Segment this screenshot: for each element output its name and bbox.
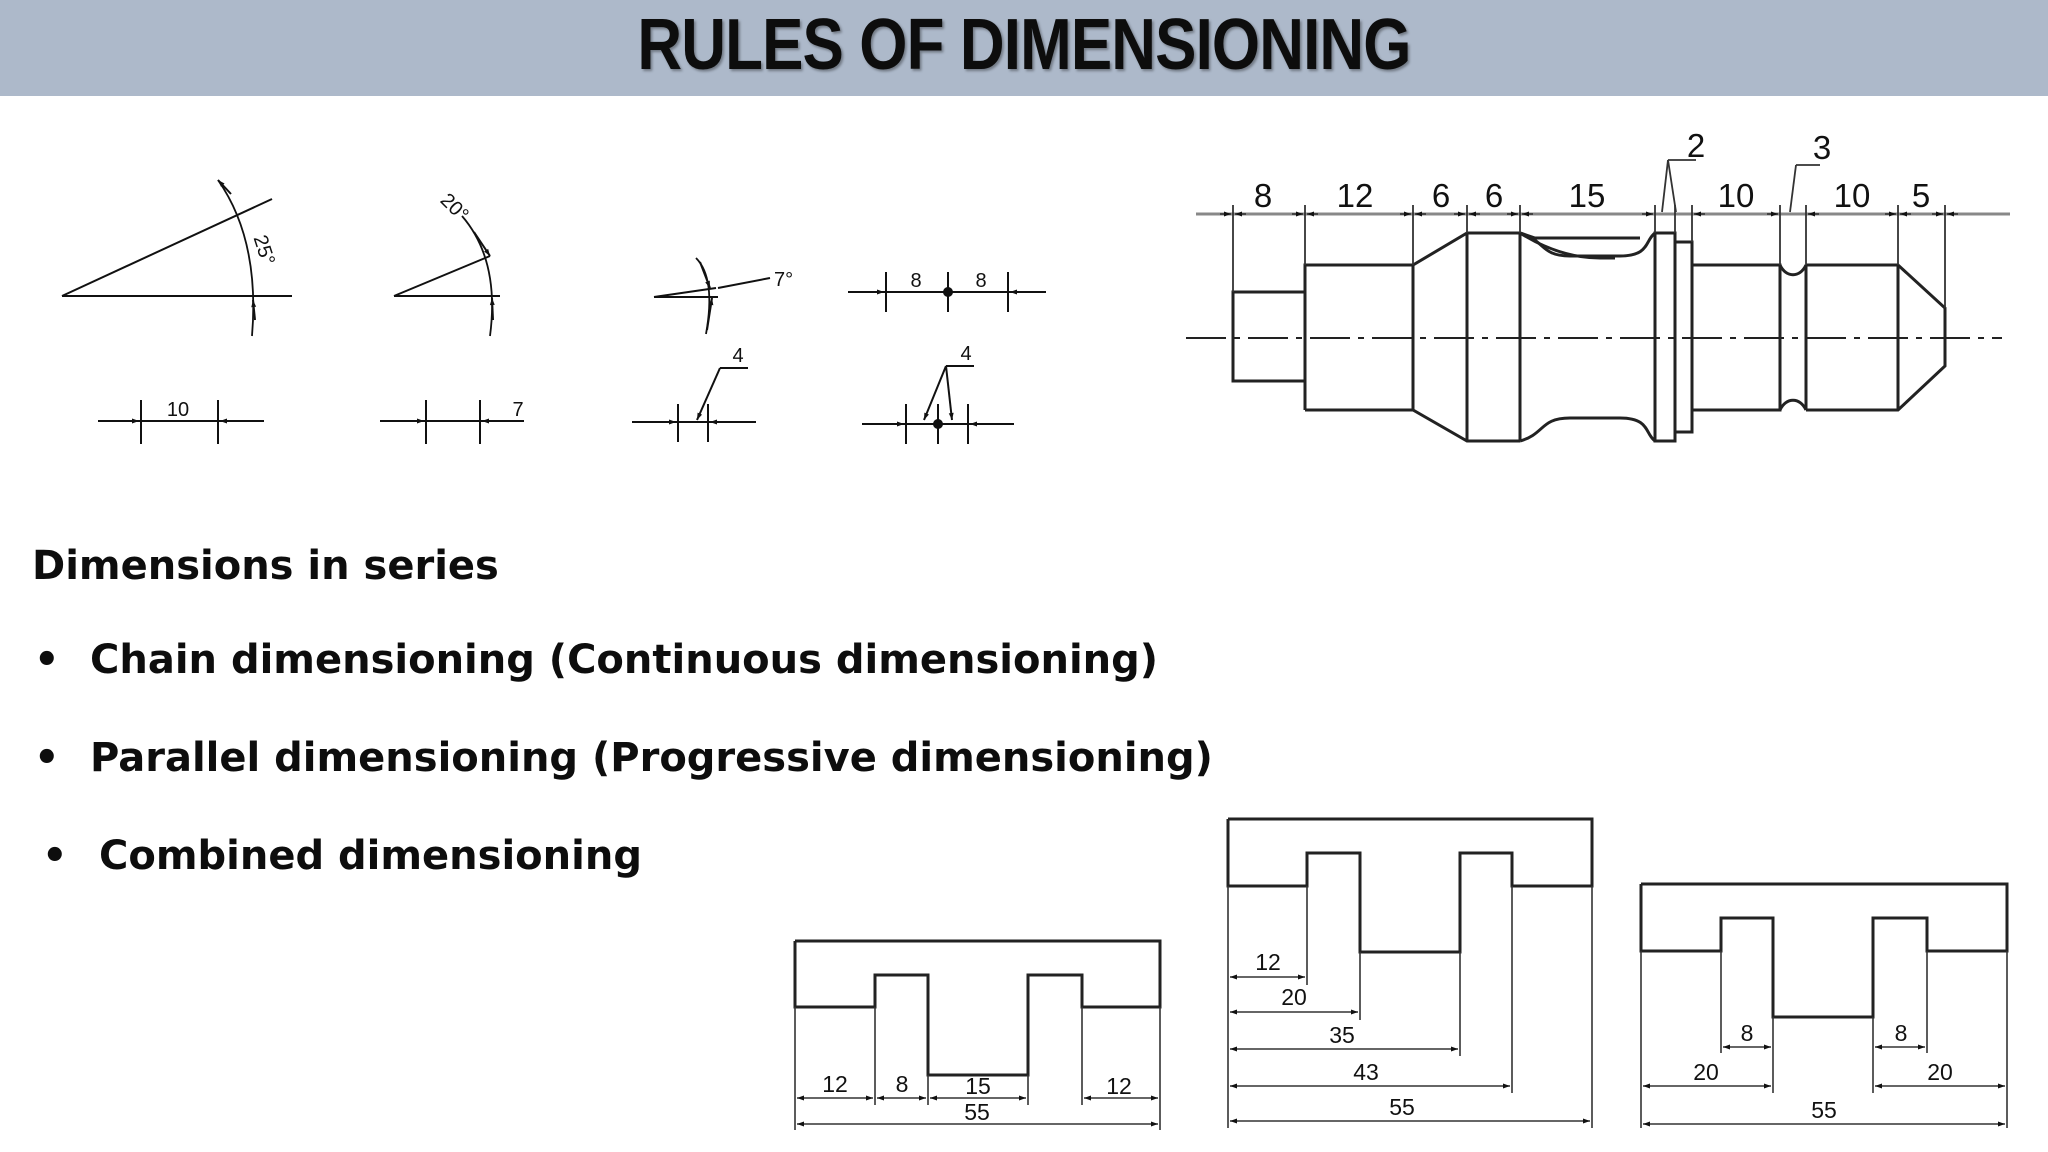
dimension-value: 35 — [1329, 1022, 1355, 1048]
chain-part-outline — [793, 939, 1162, 1077]
dimension-value: 15 — [1569, 177, 1606, 214]
dimension-value: 55 — [964, 1099, 990, 1125]
dimension-value: 8 — [896, 1071, 909, 1097]
angle-label: 7° — [774, 269, 793, 291]
dimension-value: 7 — [512, 399, 523, 421]
shaft-dimension-chain — [1196, 159, 2010, 308]
dimension-value: 5 — [1912, 177, 1930, 214]
dimension-value: 10 — [1834, 177, 1871, 214]
parallel-part-outline — [1226, 817, 1594, 954]
angle-label: 20° — [436, 189, 473, 226]
dimension-value: 2 — [1687, 127, 1705, 164]
dimension-value: 43 — [1353, 1059, 1379, 1085]
pair-dimension-example — [848, 272, 1046, 312]
chain-part-dims — [794, 1007, 1161, 1130]
bullet-dot-icon: • — [42, 833, 68, 879]
dimension-value: 8 — [1741, 1020, 1754, 1046]
leader-example-4b — [862, 365, 1014, 444]
dimension-value: 55 — [1811, 1097, 1837, 1123]
dimension-value: 8 — [910, 270, 921, 292]
dimension-value: 12 — [1337, 177, 1374, 214]
dimension-value: 4 — [732, 345, 743, 367]
dimension-value: 12 — [822, 1071, 848, 1097]
angle-example-25 — [61, 179, 292, 337]
parallel-part-labels: 12 20 35 43 55 — [1255, 949, 1415, 1120]
dimension-value: 20 — [1281, 984, 1307, 1010]
section-heading: Dimensions in series — [32, 543, 499, 589]
combined-part-dims — [1640, 951, 2008, 1128]
dimension-value: 6 — [1432, 177, 1450, 214]
parallel-part-dims — [1227, 886, 1593, 1128]
chain-part-labels: 12 8 15 12 55 — [822, 1071, 1132, 1125]
bullet-text: Combined dimensioning — [99, 833, 642, 879]
dimension-value: 15 — [965, 1073, 991, 1099]
angle-example-7 — [653, 257, 771, 335]
dimension-value: 10 — [167, 399, 189, 421]
dimension-value: 20 — [1693, 1059, 1719, 1085]
dimension-value: 12 — [1106, 1073, 1132, 1099]
dimension-value: 8 — [1254, 177, 1272, 214]
dimension-value: 55 — [1389, 1094, 1415, 1120]
linear-example-10 — [98, 400, 264, 444]
dimension-value: 3 — [1813, 129, 1831, 166]
dimension-value: 20 — [1927, 1059, 1953, 1085]
dimension-value: 6 — [1485, 177, 1503, 214]
combined-part-labels: 8 8 20 20 55 — [1693, 1020, 1953, 1123]
angle-example-20 — [393, 215, 500, 337]
bullet-dot-icon: • — [34, 735, 60, 781]
title-bar — [0, 0, 2048, 96]
slide-title: RULES OF DIMENSIONING — [637, 5, 1411, 85]
bullet-text: Parallel dimensioning (Progressive dimen… — [90, 735, 1213, 781]
angle-label: 25° — [249, 232, 279, 268]
dimension-value: 12 — [1255, 949, 1281, 975]
combined-part-outline — [1639, 882, 2009, 1019]
shaft-labels: 8 12 6 6 15 2 10 3 10 5 — [1254, 127, 1930, 214]
linear-example-7 — [380, 400, 524, 444]
dimension-value: 4 — [960, 343, 971, 365]
leader-example-4 — [632, 367, 756, 442]
dimension-value: 10 — [1718, 177, 1755, 214]
dimension-value: 8 — [975, 270, 986, 292]
bullet-text: Chain dimensioning (Continuous dimension… — [90, 637, 1159, 683]
bullet-dot-icon: • — [34, 637, 60, 683]
dimension-value: 8 — [1895, 1020, 1908, 1046]
